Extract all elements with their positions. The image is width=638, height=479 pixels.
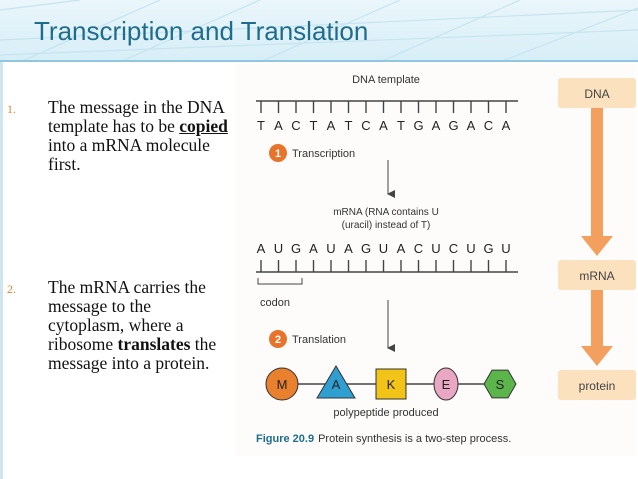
- flow-arrow-2: [581, 346, 613, 366]
- mrna-note-1: mRNA (RNA contains U: [333, 207, 439, 218]
- flow-shaft-2: [591, 290, 603, 348]
- mrna-base: C: [414, 241, 423, 256]
- emphasis-translates: translates: [117, 334, 191, 354]
- list-number: 2.: [7, 282, 16, 296]
- text-run: The message in the DNA template has to b…: [48, 97, 224, 136]
- mrna-base: A: [344, 241, 353, 256]
- amino-acid-m: [265, 367, 299, 401]
- dna-base: A: [502, 118, 511, 133]
- list-item-text: The message in the DNA template has to b…: [48, 98, 228, 174]
- step2-label: Translation: [292, 334, 346, 346]
- step1-badge: [269, 144, 287, 162]
- dna-base: T: [310, 118, 318, 133]
- slide-title: Transcription and Translation: [34, 16, 369, 46]
- mrna-ticks: [260, 260, 507, 272]
- mrna-base: G: [361, 241, 371, 256]
- amino-acid-letter: M: [277, 377, 288, 392]
- codon-label: codon: [260, 297, 290, 309]
- list-number: 1.: [7, 102, 16, 116]
- dna-base: G: [413, 118, 423, 133]
- amino-acid-e: [433, 367, 459, 401]
- amino-acid-letter: A: [332, 377, 341, 392]
- amino-acid-a: [316, 365, 356, 399]
- mrna-base: C: [449, 241, 458, 256]
- dna-template-label: DNA template: [352, 74, 420, 86]
- figure-caption: Figure 20.9 Protein synthesis is a two-st…: [256, 433, 511, 445]
- flow-shaft-1: [591, 108, 603, 238]
- flow-box-protein: [558, 370, 636, 400]
- dna-base: A: [327, 118, 336, 133]
- amino-acid-letter: K: [387, 377, 396, 392]
- caption-text: Protein synthesis is a two-step process.: [318, 433, 511, 445]
- polypeptide-label: polypeptide produced: [333, 407, 438, 419]
- dna-base: A: [467, 118, 476, 133]
- amino-acid-letter: S: [496, 377, 505, 392]
- step1-number: 1: [275, 148, 281, 160]
- mrna-base: A: [309, 241, 318, 256]
- dna-base: A: [432, 118, 441, 133]
- codon-bracket: [257, 278, 303, 285]
- amino-acid-s: [483, 369, 517, 399]
- dna-base: G: [448, 118, 458, 133]
- step2-number: 2: [275, 334, 281, 346]
- mrna-base: U: [326, 241, 335, 256]
- emphasis-copied: copied: [179, 116, 228, 136]
- dna-base: T: [397, 118, 405, 133]
- list-item: 1. The message in the DNA template has t…: [0, 98, 232, 278]
- step2-badge: [269, 330, 287, 348]
- mrna-note-2: (uracil) instead of T): [342, 220, 431, 231]
- dna-base: A: [379, 118, 388, 133]
- dna-base: A: [274, 118, 283, 133]
- dna-base: T: [257, 118, 265, 133]
- text-run: the message into a protein.: [48, 334, 217, 373]
- list-item-text: The mRNA carries the message to the cyto…: [48, 278, 228, 373]
- mrna-base: A: [257, 241, 266, 256]
- dna-base: C: [484, 118, 493, 133]
- mrna-base: U: [274, 241, 283, 256]
- mrna-base: U: [431, 241, 440, 256]
- flow-label-dna: DNA: [584, 87, 609, 101]
- title-underline: [0, 60, 638, 62]
- dna-base: C: [361, 118, 370, 133]
- caption-bold: Figure 20.9: [256, 433, 314, 445]
- flow-label-protein: protein: [579, 379, 616, 393]
- dna-base: C: [291, 118, 300, 133]
- dna-ticks: [260, 101, 507, 113]
- flow-label-mrna: mRNA: [579, 269, 614, 283]
- bullet-list: 1. The message in the DNA template has t…: [0, 98, 232, 373]
- flow-box-dna: [558, 78, 636, 108]
- step1-label: Transcription: [292, 148, 355, 160]
- amino-acid-k: [375, 368, 407, 400]
- flow-box-mrna: [558, 260, 636, 290]
- left-rule: [0, 62, 3, 479]
- mrna-base: U: [379, 241, 388, 256]
- slide-header: Transcription and Translation: [0, 0, 638, 62]
- flow-arrow-1: [581, 236, 613, 256]
- mrna-base: U: [466, 241, 475, 256]
- text-run: into a mRNA molecule first.: [48, 135, 210, 174]
- mrna-base: U: [501, 241, 510, 256]
- text-run: The mRNA carries the message to the cyto…: [48, 277, 206, 354]
- mrna-base: A: [397, 241, 406, 256]
- dna-base: T: [345, 118, 353, 133]
- header-decoration: [0, 0, 638, 62]
- mrna-base: G: [291, 241, 301, 256]
- amino-acid-letter: E: [442, 377, 451, 392]
- mrna-base: G: [483, 241, 493, 256]
